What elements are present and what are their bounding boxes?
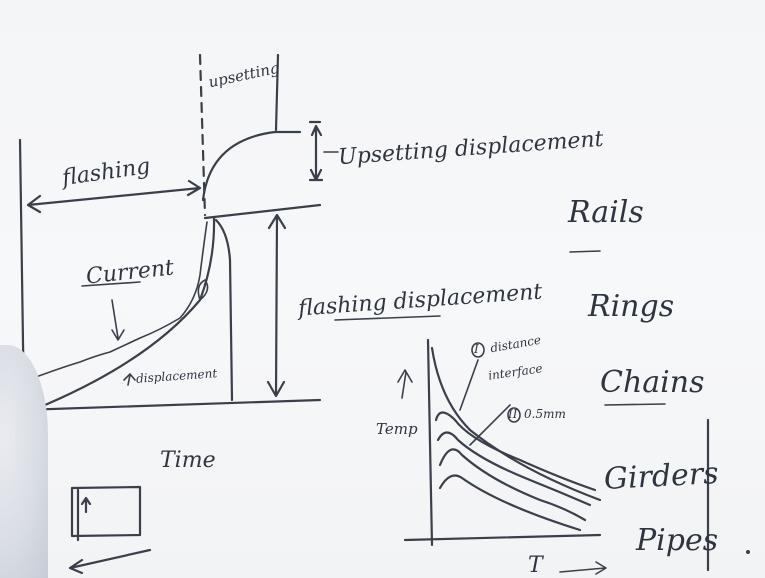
graph-x-arrow: [559, 561, 607, 575]
graph-x-axis: [403, 533, 602, 542]
annotation-marker-1: I: [474, 342, 479, 356]
application-girders: Girders: [603, 456, 720, 497]
temp-curve-2: [434, 411, 597, 492]
marker-circle-2: [507, 407, 521, 423]
rails-underline: [569, 250, 601, 253]
displacement-curve: [43, 216, 216, 407]
time-label: Time: [160, 448, 216, 473]
annotation-distance-value: 0.5mm: [524, 407, 566, 421]
temp-curve-4: [438, 448, 587, 522]
annotation-pointer-1: [459, 359, 479, 411]
application-rings: Rings: [588, 289, 675, 324]
current-curve: [27, 221, 208, 381]
flashing-arrow: [26, 179, 202, 214]
workpiece-top-line: [203, 203, 322, 220]
application-chains: Chains: [600, 365, 705, 400]
temp-curve-1: [430, 346, 602, 502]
chains-underline: [604, 403, 666, 406]
time-arrow: [68, 548, 152, 575]
flashing-displacement-arrow: [266, 213, 287, 398]
annotation-marker-2: II: [508, 407, 518, 421]
temp-curve-5: [438, 474, 582, 532]
curve-loop: [197, 279, 209, 301]
current-pointer-arrow: [111, 299, 125, 341]
upsetting-displacement-bracket: [308, 120, 324, 182]
presenter-silhouette: [0, 345, 48, 578]
marker-circle-1: [471, 342, 485, 358]
graph-y-arrow: [397, 369, 413, 399]
application-pipes: Pipes: [636, 523, 719, 558]
drop-line: [214, 218, 234, 402]
dot-mark: [746, 550, 750, 554]
upsetting-curve: [201, 130, 302, 202]
graph-x-label: T: [528, 553, 543, 578]
graph-y-label: Temp: [376, 420, 418, 438]
baseline-line: [20, 398, 322, 412]
flashing-displacement-underline: [334, 315, 441, 321]
application-rails: Rails: [568, 195, 644, 230]
graph-y-axis: [426, 338, 434, 547]
temp-curve-3: [436, 431, 592, 507]
displacement-pointer-arrow: [123, 373, 136, 386]
small-box: [70, 485, 142, 542]
annotation-pointer-2: [469, 404, 511, 446]
upsetting-end-line: [274, 53, 280, 132]
current-underline: [81, 281, 141, 287]
